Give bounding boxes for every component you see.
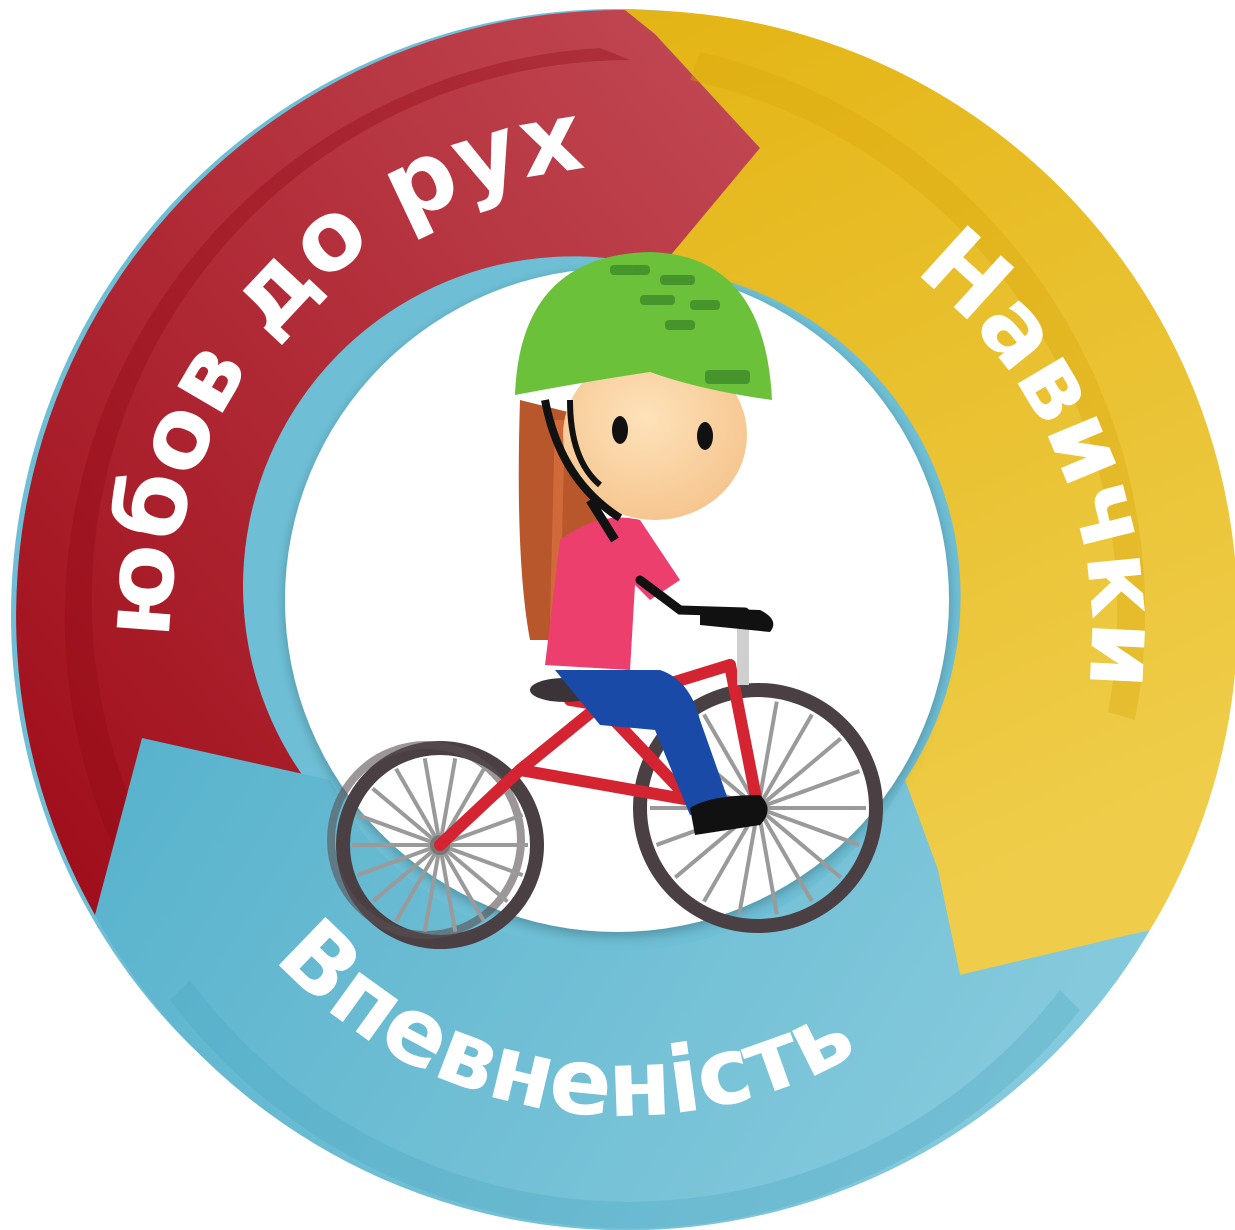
wheel-spoke: [356, 813, 441, 847]
segment-skills-arrow: [625, 9, 1235, 975]
wheel-spoke: [438, 843, 486, 923]
wheel-spoke: [371, 843, 442, 904]
wheel-spoke: [422, 844, 442, 933]
wheel-spoke: [439, 843, 524, 877]
wheel-spoke: [756, 807, 779, 915]
shirt: [545, 517, 680, 670]
segment-love-arrow: [16, 9, 760, 916]
wheel-spoke: [756, 807, 814, 903]
helmet: [515, 252, 772, 400]
wheel-spoke: [438, 757, 458, 846]
wheel-spoke: [756, 713, 814, 809]
pants: [555, 670, 730, 815]
segment-skills-shade: [690, 52, 1146, 720]
wheel-spoke: [757, 806, 861, 847]
wheel-spoke: [356, 843, 441, 877]
wheel-spoke: [756, 806, 843, 879]
wheel-spoke: [757, 769, 861, 810]
wheel-spoke: [371, 786, 442, 847]
right-eye: [697, 422, 713, 450]
shoe: [690, 795, 768, 835]
segment-confidence-shade: [170, 980, 1080, 1229]
segment-confidence-arrow: [95, 738, 1150, 1230]
wheel-spoke: [394, 843, 442, 923]
left-eye: [612, 416, 628, 444]
face: [563, 350, 747, 520]
wheel-spoke: [438, 843, 509, 904]
segment-love-shade: [64, 48, 631, 900]
wheel-spoke: [394, 767, 442, 846]
wheel-spoke: [422, 757, 442, 846]
wheel-spoke: [756, 737, 843, 810]
wheel-spoke: [438, 844, 458, 933]
handlebar-stem: [737, 625, 749, 685]
wheel-spoke: [756, 701, 779, 809]
girl-on-bicycle-illustration: [327, 252, 883, 949]
